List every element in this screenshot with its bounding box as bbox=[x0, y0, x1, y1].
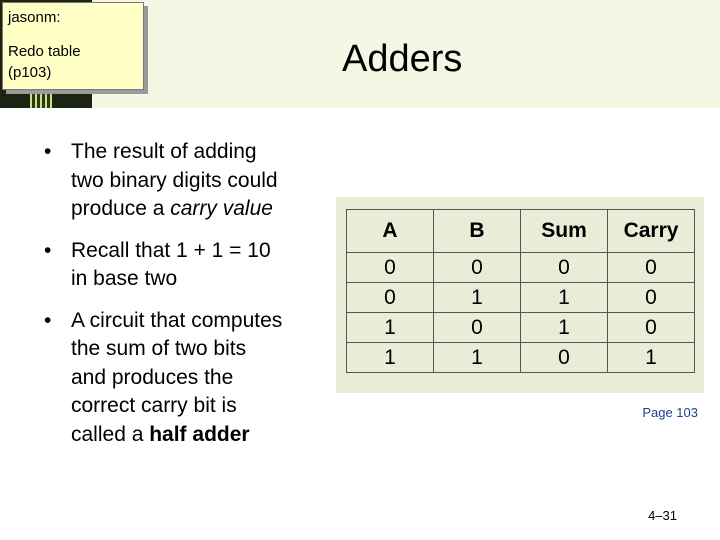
table-cell: 1 bbox=[433, 282, 521, 313]
column-header-sum: Sum bbox=[520, 209, 608, 253]
table-row: 1 0 1 0 bbox=[346, 312, 695, 343]
table-cell: 1 bbox=[346, 312, 434, 343]
bullet-marker: • bbox=[44, 308, 52, 332]
banner-light-graphic bbox=[30, 84, 52, 108]
table-cell: 1 bbox=[607, 342, 695, 373]
table-cell: 0 bbox=[346, 252, 434, 283]
truth-table: A B Sum Carry 0 0 0 0 0 1 1 0 1 0 1 0 1 … bbox=[346, 209, 695, 373]
bullet-line: in base two bbox=[71, 267, 178, 290]
bold-text: half adder bbox=[149, 422, 250, 446]
table-cell: 0 bbox=[433, 312, 521, 343]
bullet-line: Recall that 1 + 1 = 10 bbox=[71, 238, 271, 262]
table-cell: 0 bbox=[607, 282, 695, 313]
bullet-line: correct carry bit is bbox=[71, 394, 237, 417]
bullet-text: produce a bbox=[71, 197, 171, 220]
page-reference-link[interactable]: Page 103 bbox=[642, 405, 698, 420]
table-cell: 0 bbox=[433, 252, 521, 283]
bullet-list: • The result of adding two binary digits… bbox=[44, 138, 334, 462]
emphasis-text: carry value bbox=[170, 197, 273, 220]
table-cell: 1 bbox=[520, 282, 608, 313]
bullet-marker: • bbox=[44, 238, 52, 262]
table-row: 1 1 0 1 bbox=[346, 342, 695, 373]
note-author: jasonm: bbox=[8, 9, 61, 26]
slide-title: Adders bbox=[342, 38, 463, 80]
table-cell: 0 bbox=[520, 342, 608, 373]
table-header-row: A B Sum Carry bbox=[346, 209, 695, 253]
table-cell: 0 bbox=[346, 282, 434, 313]
table-cell: 1 bbox=[346, 342, 434, 373]
bullet-line: the sum of two bits bbox=[71, 337, 247, 360]
table-cell: 0 bbox=[607, 252, 695, 283]
bullet-marker: • bbox=[44, 140, 52, 163]
bullet-line: A circuit that computes bbox=[71, 308, 283, 332]
column-header-b: B bbox=[433, 209, 521, 253]
table-row: 0 1 1 0 bbox=[346, 282, 695, 313]
bullet-line: called a half adder bbox=[71, 421, 334, 450]
note-line: (p103) bbox=[8, 64, 52, 81]
bullet-line: produce a carry value bbox=[71, 195, 334, 224]
bullet-item: • Recall that 1 + 1 = 10 in base two bbox=[44, 237, 334, 294]
bullet-item: • The result of adding two binary digits… bbox=[44, 138, 334, 224]
table-cell: 0 bbox=[520, 252, 608, 283]
bullet-line: and produces the bbox=[71, 365, 234, 389]
slide-number: 4–31 bbox=[648, 508, 677, 523]
sticky-note[interactable]: jasonm: Redo table (p103) bbox=[2, 2, 144, 90]
note-line: Redo table bbox=[8, 43, 81, 60]
table-cell: 1 bbox=[433, 342, 521, 373]
table-cell: 1 bbox=[520, 312, 608, 343]
note-body: Redo table (p103) bbox=[8, 41, 138, 83]
bullet-line: The result of adding bbox=[71, 140, 257, 163]
bullet-line: two binary digits could bbox=[71, 168, 278, 192]
table-cell: 0 bbox=[607, 312, 695, 343]
bullet-text: called a bbox=[71, 422, 150, 446]
bullet-item: • A circuit that computes the sum of two… bbox=[44, 307, 334, 450]
column-header-a: A bbox=[346, 209, 434, 253]
column-header-carry: Carry bbox=[607, 209, 695, 253]
table-row: 0 0 0 0 bbox=[346, 252, 695, 283]
truth-table-panel: A B Sum Carry 0 0 0 0 0 1 1 0 1 0 1 0 1 … bbox=[336, 197, 704, 393]
